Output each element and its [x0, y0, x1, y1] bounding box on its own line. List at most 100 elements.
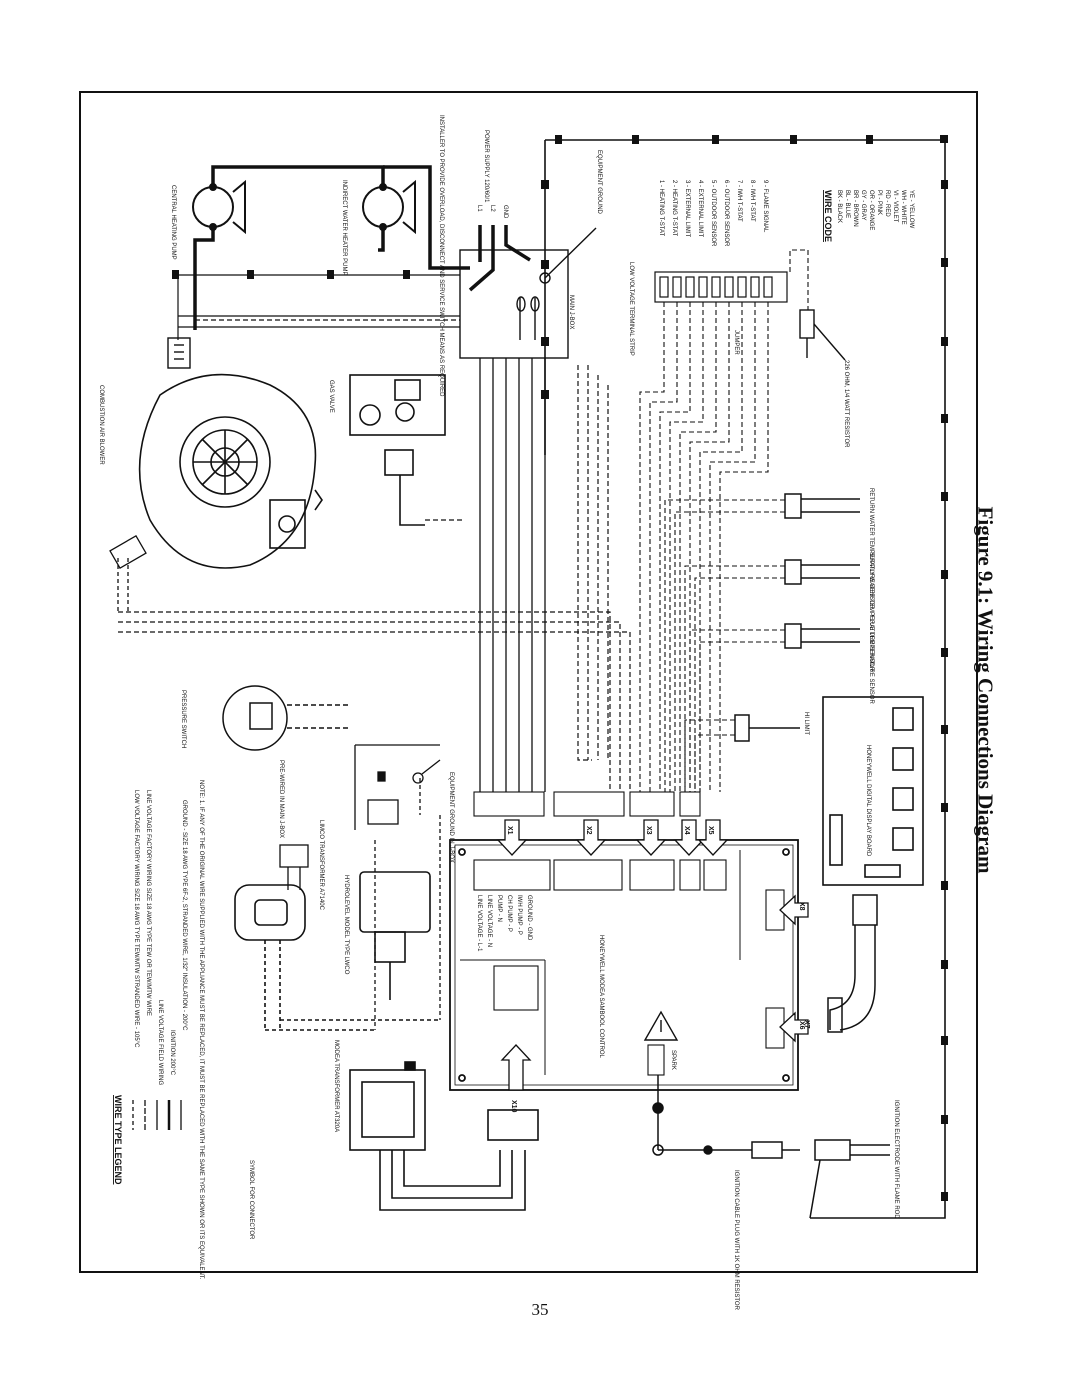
svg-text:7 - IWH T-STAT: 7 - IWH T-STAT [736, 180, 742, 222]
label-display-board: HONEYWELL DIGITAL DISPLAY BOARD [865, 745, 871, 857]
central-heating-pump [192, 179, 246, 235]
connector-arrows [496, 819, 809, 1091]
pre-wired-plug [279, 844, 309, 890]
ignition-wiring [652, 1075, 890, 1219]
hi-limit [734, 714, 800, 742]
svg-text:X7: X7 [803, 1020, 810, 1029]
svg-text:9 - FLAME SIGNAL: 9 - FLAME SIGNAL [762, 180, 768, 233]
label-installer-note: INSTALLER TO PROVIDE OVERLOAD, DISCONNEC… [438, 115, 444, 397]
svg-text:5 - OUTDOOR SENSOR: 5 - OUTDOOR SENSOR [710, 180, 716, 247]
svg-text:2 - HEATING T-STAT: 2 - HEATING T-STAT [671, 180, 677, 237]
svg-text:X4: X4 [683, 826, 690, 835]
low-voltage-terminal-strip [654, 271, 788, 303]
label-supply-sensor: SUPPLY WATER TEMPERATURE SENSOR [868, 552, 874, 672]
svg-text:X2: X2 [585, 826, 592, 835]
label-pressure-switch: PRESSURE SWITCH [180, 690, 186, 748]
figure-caption-text: Figure 9.1: Wiring Connections Diagram [973, 506, 998, 874]
svg-text:8 - IWH T-STAT: 8 - IWH T-STAT [749, 180, 755, 222]
pump-connectors [172, 270, 410, 279]
label-power-supply: POWER SUPPLY 120/60/1 [483, 130, 489, 203]
harness-connectors [473, 791, 701, 817]
label-low-voltage-strip: LOW VOLTAGE TERMINAL STRIP [628, 262, 634, 356]
label-modea-transformer: MODEA TRANSFORMER AT320A [333, 1040, 339, 1132]
return-water-sensor [784, 493, 860, 519]
sensor-dashed-wires [664, 499, 785, 792]
svg-text:VI - VIOLET: VI - VIOLET [892, 190, 898, 223]
svg-text:X5: X5 [707, 826, 714, 835]
label-ignition-cable: IGNITION CABLE PLUG WITH 1K OHM RESISTOR [733, 1170, 739, 1311]
equipment-ground-jbox [354, 744, 441, 1030]
gas-valve-wires [425, 365, 609, 761]
svg-text:LOW VOLTAGE FACTORY WIRING SIZ: LOW VOLTAGE FACTORY WIRING SIZE 18 AWG T… [133, 790, 139, 1048]
wire-legend-symbols [132, 1100, 182, 1130]
svg-text:X8: X8 [798, 902, 805, 911]
label-gas-valve: GAS VALVE [328, 380, 334, 413]
label-jumper: JUMPER [733, 330, 739, 355]
label-power-l2: L2 [489, 205, 495, 212]
resistor [799, 309, 846, 361]
svg-text:BR - BROWN: BR - BROWN [852, 190, 858, 227]
label-ignition-electrode: IGNITION ELECTRODE WITH FLAME ROD [893, 1100, 899, 1219]
label-equipment-ground-jbox: EQUIPMENT GROUND IN J-BOX [448, 772, 454, 863]
label-hi-limit: HI LIMIT [803, 712, 809, 735]
label-pre-wired: PRE-WIRED IN MAIN J-BOX [278, 760, 284, 838]
svg-text:IGNITION 200°C: IGNITION 200°C [169, 1030, 175, 1076]
svg-text:1 - HEATING T-STAT: 1 - HEATING T-STAT [658, 180, 664, 237]
label-central-heating-pump: CENTRAL HEATING PUMP [170, 185, 176, 260]
svg-text:RD - RED: RD - RED [884, 190, 890, 217]
label-main-jbox: MAIN J-BOX [568, 295, 574, 329]
label-power-gnd: GND [502, 205, 508, 219]
wire-code: WIRE CODE BK - BLACK BL - BLUE BR - BROW… [823, 190, 914, 242]
blower-dashed-wires [118, 611, 631, 792]
warning-triangle-icon [643, 1010, 679, 1041]
svg-text:3 - EXTERNAL LIMIT: 3 - EXTERNAL LIMIT [684, 180, 690, 237]
svg-text:X10: X10 [510, 1100, 517, 1113]
label-iwh-pump: INDIRECT WATER HEATER PUMP [341, 180, 347, 275]
terminal-strip-wires [639, 249, 809, 792]
blower-plug [109, 534, 147, 612]
pressure-switch [222, 685, 350, 751]
label-resistor: 226 OHM, 1/4 WATT RESISTOR [843, 360, 849, 448]
control-board [449, 839, 799, 1091]
svg-text:PUMP - N: PUMP - N [496, 895, 502, 922]
svg-text:BK - BLACK: BK - BLACK [836, 190, 842, 223]
modea-transformer [349, 1061, 539, 1211]
limco-transformer [234, 884, 440, 1031]
svg-text:X3: X3 [645, 826, 652, 835]
label-equipment-ground: EQUIPMENT GROUND [596, 150, 602, 215]
svg-text:OR - ORANGE: OR - ORANGE [868, 190, 874, 230]
hydrolevel-lwco [359, 871, 431, 1000]
svg-text:WIRE TYPE LEGEND: WIRE TYPE LEGEND [113, 1095, 123, 1185]
ribbon-cable [827, 894, 878, 1033]
svg-text:X1: X1 [506, 826, 513, 835]
flue-sensor [784, 623, 860, 649]
connector-ids: X1 X2 X3 X4 X5 X6 X7 X8 X10 [506, 826, 810, 1113]
svg-text:BL - BLUE: BL - BLUE [844, 190, 850, 218]
indirect-water-heater-pump [362, 179, 416, 235]
gas-valve [349, 374, 446, 526]
main-jbox [459, 227, 597, 359]
label-control: HONEYWELL MODEA SAMBOOL CONTROL [598, 935, 604, 1059]
svg-text:YE - YELLOW: YE - YELLOW [908, 190, 914, 229]
control-terminal-blocks [473, 859, 785, 1076]
diagram-frame [79, 91, 978, 1273]
svg-text:LINE VOLTAGE - N: LINE VOLTAGE - N [486, 895, 492, 947]
label-spark: SPARK [670, 1050, 676, 1070]
svg-text:LINE VOLTAGE FIELD WIRING: LINE VOLTAGE FIELD WIRING [157, 1000, 163, 1085]
svg-text:WH - WHITE: WH - WHITE [900, 190, 906, 225]
display-board [822, 696, 924, 886]
label-power-l1: L1 [476, 205, 482, 212]
svg-text:GY - GRAY: GY - GRAY [860, 190, 866, 220]
svg-text:LINE VOLTAGE FACTORY WIRING SI: LINE VOLTAGE FACTORY WIRING SIZE 18 AWG … [145, 790, 151, 1016]
svg-text:4 - EXTERNAL LIMIT: 4 - EXTERNAL LIMIT [697, 180, 703, 237]
svg-text:GROUND - GND: GROUND - GND [526, 895, 532, 941]
label-return-sensor: RETURN WATER TEMPERATURE SENSOR [868, 488, 874, 610]
svg-text:CH PUMP - P: CH PUMP - P [506, 895, 512, 932]
label-limco-transformer: LIMCO TRANSFORMER A7140C [318, 820, 324, 911]
control-terminal-labels: LINE VOLTAGE - L-1 LINE VOLTAGE - N PUMP… [476, 895, 532, 952]
label-combustion-blower: COMBUSTION AIR BLOWER [98, 385, 104, 465]
svg-text:GROUND - SIZE 18 AWG TYPE 6F-2: GROUND - SIZE 18 AWG TYPE 6F-2, STRANDED… [181, 800, 187, 1031]
jbox-control-wires [479, 358, 546, 792]
combustion-air-blower [138, 373, 323, 569]
